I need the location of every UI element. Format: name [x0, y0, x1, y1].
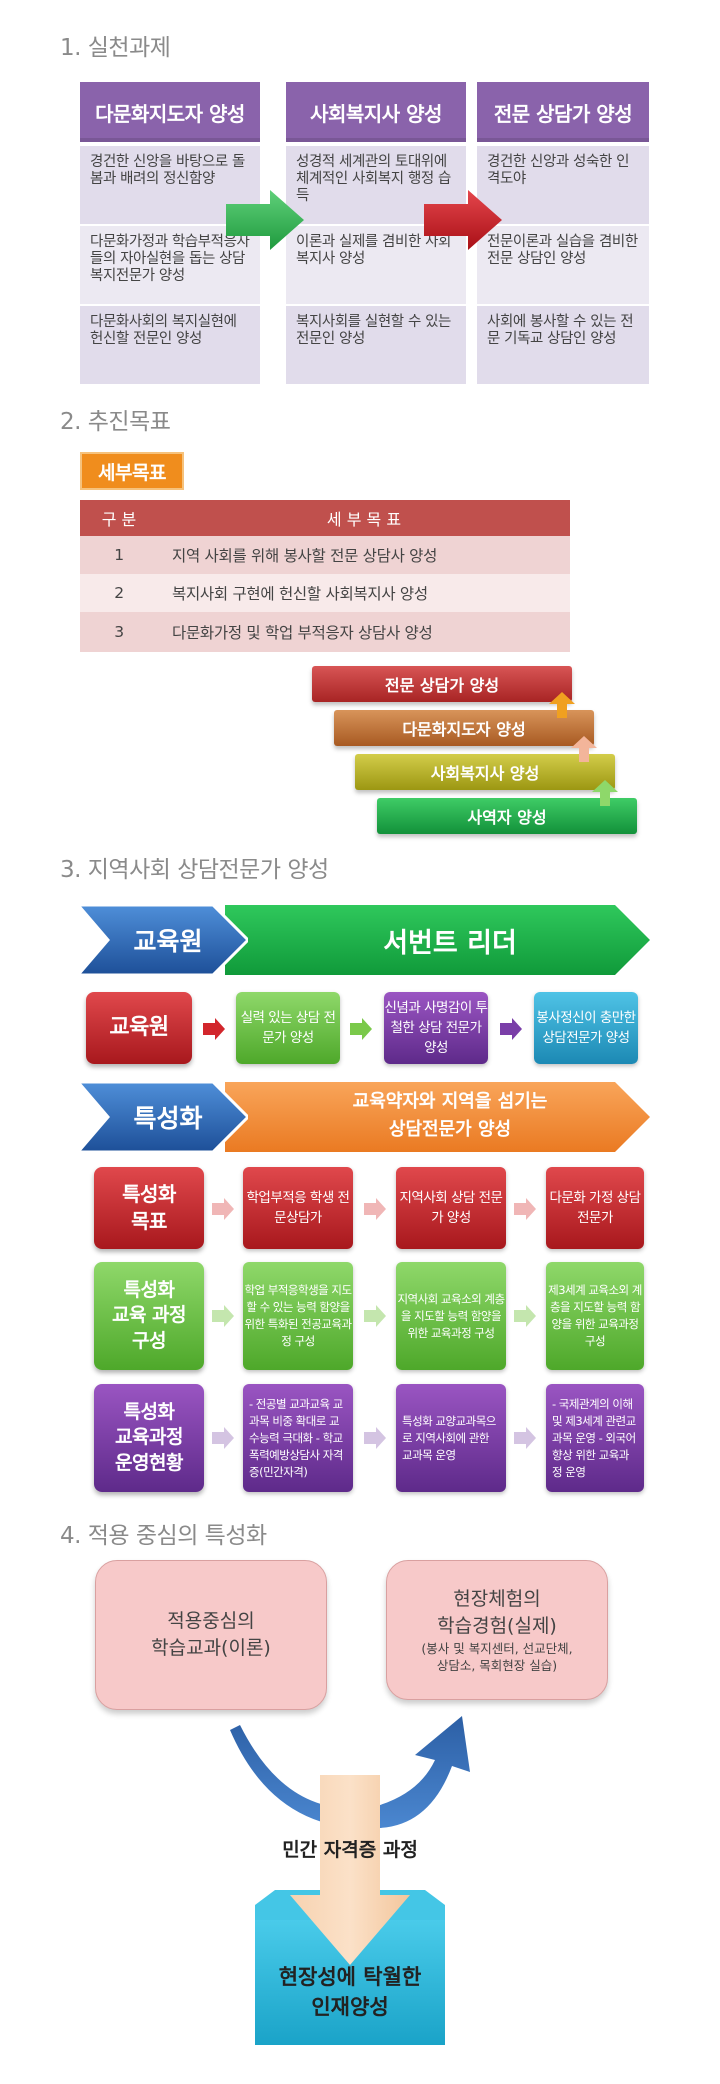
column-header-counselor: 전문 상담가 양성 [477, 82, 649, 142]
practice-sub2: 상담소, 목회현장 실습) [436, 1658, 558, 1673]
row1-head: 교육원 [86, 992, 192, 1064]
column-header-social-worker: 사회복지사 양성 [286, 82, 466, 142]
cell-counselor-3: 사회에 봉사할 수 있는 전문 기독교 상담인 양성 [477, 306, 649, 384]
row3-item-3: 제3세계 교육소외 계층을 지도할 능력 함양을 위한 교육과정 구성 [546, 1262, 644, 1370]
arrow-right-icon [514, 1427, 536, 1449]
table-row-1-no: 1 [80, 536, 158, 574]
cell-social-worker-3: 복지사회를 실현할 수 있는 전문인 양성 [286, 306, 466, 384]
row4-item-1: - 전공별 교과교육 교과목 비중 확대로 교수능력 극대화 - 학교폭력예방상… [243, 1384, 353, 1492]
row2-item-2: 지역사회 상담 전문가 양성 [396, 1167, 506, 1249]
talent-label: 현장성에 탁월한 인재양성 [255, 1962, 445, 2022]
banner-green-arrow [225, 905, 650, 975]
arrow-right-icon [514, 1305, 536, 1327]
row3-head-line1: 특성화 [123, 1278, 175, 1301]
green-arrow-icon [226, 190, 304, 250]
section1-title: 1. 실천과제 [60, 35, 171, 61]
table-header-no: 구 분 [80, 500, 158, 536]
row3-item-2: 지역사회 교육소외 계층을 지도할 능력 함양을 위한 교육과정 구성 [396, 1262, 506, 1370]
row2-head: 특성화 목표 [94, 1167, 204, 1249]
step-bar-counselor: 전문 상담가 양성 [312, 666, 572, 702]
section3-title: 3. 지역사회 상담전문가 양성 [60, 857, 329, 883]
table-row-1-text: 지역 사회를 위해 봉사할 전문 상담사 양성 [158, 536, 570, 574]
banner-orange-arrow [225, 1082, 650, 1152]
arrow-right-icon [364, 1305, 386, 1327]
practice-line1: 현장체험의 [453, 1588, 541, 1610]
arrow-right-icon [203, 1018, 225, 1040]
detail-goals-badge: 세부목표 [80, 452, 184, 490]
arrow-right-icon [212, 1427, 234, 1449]
row4-item-3: - 국제관계의 이해 및 제3세계 관련교과목 운영 - 외국어 향상 위한 교… [546, 1384, 644, 1492]
talent-line1: 현장성에 탁월한 [278, 1965, 422, 1989]
column-header-multicultural: 다문화지도자 양성 [80, 82, 260, 142]
cell-social-worker-1: 성경적 세계관의 토대위에 체계적인 사회복지 행정 습득 [286, 146, 466, 224]
row1-item-2: 신념과 사명감이 투철한 상담 전문가 양성 [384, 992, 488, 1064]
row2-item-1: 학업부적응 학생 전문상담가 [243, 1167, 353, 1249]
education-center-banner-label: 교육원 [133, 927, 203, 956]
row2-head-line1: 특성화 [122, 1182, 176, 1206]
row4-head-line2: 교육과정 [115, 1426, 183, 1449]
banner-blue-chevron [78, 1082, 248, 1152]
cell-counselor-2: 전문이론과 실습을 겸비한 전문 상담인 양성 [477, 226, 649, 304]
servant-leader-label: 서번트 리더 [383, 927, 517, 959]
arrow-right-icon [212, 1198, 234, 1220]
arrow-right-icon [212, 1305, 234, 1327]
row2-item-3: 다문화 가정 상담 전문가 [546, 1167, 644, 1249]
theory-box: 적용중심의 학습교과(이론) [95, 1560, 327, 1710]
table-row-3-text: 다문화가정 및 학업 부적응자 상담사 양성 [158, 612, 570, 652]
arrow-right-icon [364, 1427, 386, 1449]
step-bar-multicultural: 다문화지도자 양성 [334, 710, 594, 746]
theory-line2: 학습교과(이론) [151, 1637, 271, 1659]
row1-item-3: 봉사정신이 충만한 상담전문가 양성 [534, 992, 638, 1064]
section4-title: 4. 적용 중심의 특성화 [60, 1523, 267, 1549]
banner-blue-chevron [78, 905, 248, 975]
row3-head: 특성화 교육 과정 구성 [94, 1262, 204, 1370]
certificate-course-label: 민간 자격증 과정 [282, 1839, 418, 1861]
practice-box: 현장체험의 학습경험(실제) (봉사 및 복지센터, 선교단체, 상담소, 목회… [386, 1560, 608, 1700]
curved-arrow-icon [230, 1716, 470, 1829]
cell-counselor-1: 경건한 신앙과 성숙한 인격도야 [477, 146, 649, 224]
row4-head-line1: 특성화 [123, 1400, 175, 1423]
row3-head-line2: 교육 과정 [111, 1304, 187, 1327]
up-arrow-icon [592, 780, 618, 806]
up-arrow-icon [571, 736, 597, 762]
step-bar-social-worker: 사회복지사 양성 [355, 754, 615, 790]
cell-multicultural-1: 경건한 신앙을 바탕으로 돌봄과 배려의 정신함양 [80, 146, 260, 224]
table-row-3-no: 3 [80, 612, 158, 652]
arrow-right-icon [364, 1198, 386, 1220]
specialization-target-label: 교육약자와 지역을 섬기는 상담전문가 양성 [290, 1088, 610, 1144]
theory-line1: 적용중심의 [167, 1610, 255, 1632]
arrow-right-icon [350, 1018, 372, 1040]
row3-head-line3: 구성 [132, 1329, 166, 1352]
row4-item-2: 특성화 교양교과목으로 지역사회에 관한 교과목 운영 [396, 1384, 506, 1492]
row4-head: 특성화 교육과정 운영현황 [94, 1384, 204, 1492]
specialization-target-line2: 상담전문가 양성 [388, 1119, 512, 1140]
specialization-banner-label: 특성화 [133, 1104, 203, 1133]
row1-item-1: 실력 있는 상담 전문가 양성 [236, 992, 340, 1064]
cell-multicultural-2: 다문화가정과 학습부적응자들의 자아실현을 돕는 상담복지전문가 양성 [80, 226, 260, 304]
practice-line2: 학습경험(실제) [437, 1615, 557, 1637]
section2-title: 2. 추진목표 [60, 409, 171, 435]
table-row-2-no: 2 [80, 574, 158, 612]
practice-sub1: (봉사 및 복지센터, 선교단체, [421, 1641, 573, 1656]
down-arrow-icon [290, 1775, 410, 1965]
cell-social-worker-2: 이론과 실제를 겸비한 사회복지사 양성 [286, 226, 466, 304]
talent-line2: 인재양성 [311, 1995, 389, 2019]
arrow-right-icon [500, 1018, 522, 1040]
step-bar-minister: 사역자 양성 [377, 798, 637, 834]
row2-head-line2: 목표 [131, 1209, 167, 1233]
red-arrow-icon [424, 190, 502, 250]
specialization-target-line1: 교육약자와 지역을 섬기는 [352, 1091, 548, 1112]
table-header-goal: 세 부 목 표 [158, 500, 570, 536]
arrow-right-icon [514, 1198, 536, 1220]
cell-multicultural-3: 다문화사회의 복지실현에 헌신할 전문인 양성 [80, 306, 260, 384]
row4-head-line3: 운영현황 [115, 1451, 183, 1474]
up-arrow-icon [549, 692, 575, 718]
table-row-2-text: 복지사회 구현에 헌신할 사회복지사 양성 [158, 574, 570, 612]
row3-item-1: 학업 부적응학생을 지도할 수 있는 능력 함양을 위한 특화된 전공교육과정 … [243, 1262, 353, 1370]
